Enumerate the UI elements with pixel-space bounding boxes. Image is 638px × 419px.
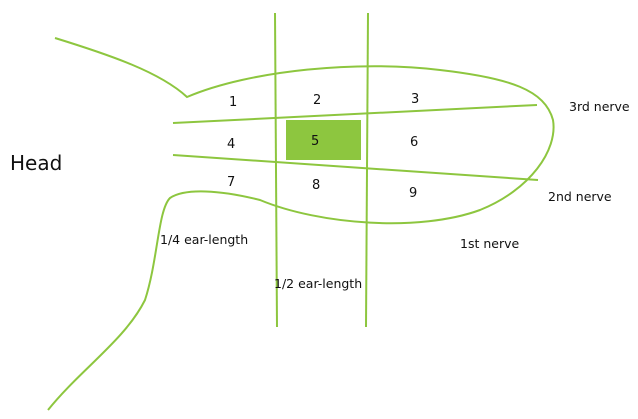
cell-label-4: 4 — [227, 137, 235, 152]
quarter-ear-label: 1/4 ear-length — [160, 232, 248, 247]
highlighted-cell — [286, 120, 361, 160]
cell-label-9: 9 — [409, 186, 417, 201]
ear-outline-top — [47, 37, 555, 411]
second-nerve-label: 2nd nerve — [548, 189, 612, 204]
quarter-ear-line — [274, 12, 278, 328]
cell-label-7: 7 — [227, 175, 235, 190]
cell-label-5: 5 — [311, 134, 319, 149]
cell-label-3: 3 — [411, 92, 419, 107]
first-nerve-label: 1st nerve — [460, 236, 519, 251]
cell-label-6: 6 — [410, 135, 418, 150]
cell-label-8: 8 — [312, 178, 320, 193]
head-label: Head — [10, 151, 62, 175]
cell-label-2: 2 — [313, 93, 321, 108]
half-ear-line — [365, 12, 369, 328]
second-nerve-line — [172, 154, 539, 181]
third-nerve-line — [172, 104, 538, 124]
cell-label-1: 1 — [229, 95, 237, 110]
third-nerve-label: 3rd nerve — [569, 99, 630, 114]
half-ear-label: 1/2 ear-length — [274, 276, 362, 291]
